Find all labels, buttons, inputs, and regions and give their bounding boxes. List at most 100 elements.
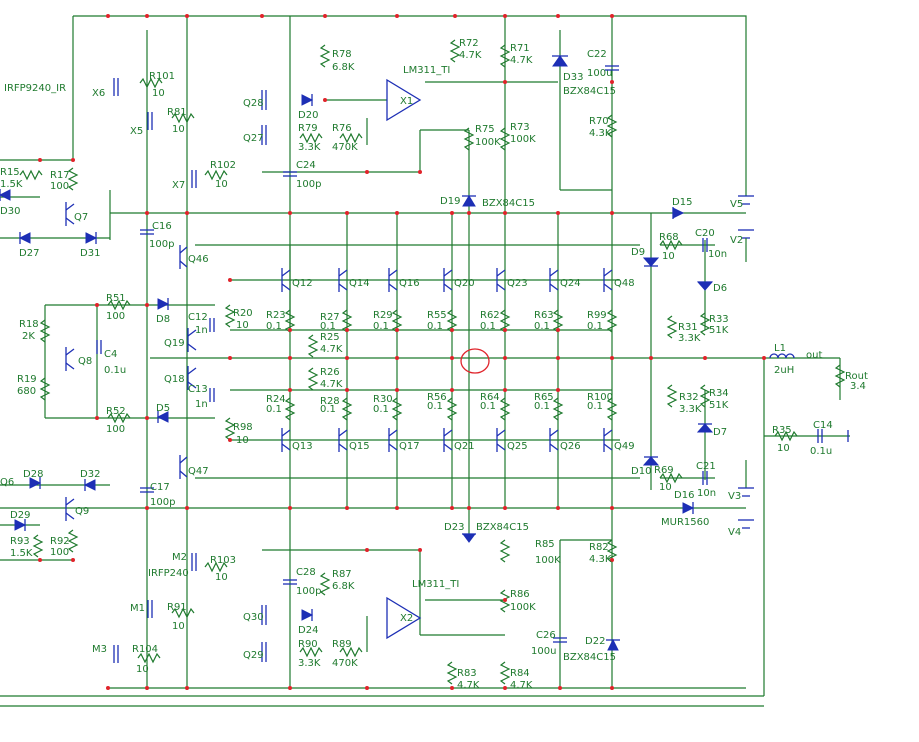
label-R62-value: 0.1 bbox=[480, 321, 496, 332]
label-X5: X5 bbox=[130, 126, 143, 137]
label-R70-value: 4.3K bbox=[589, 128, 612, 139]
label-C4-value: 0.1u bbox=[104, 365, 126, 376]
label-R73-value: 100K bbox=[510, 134, 536, 145]
label-R52-value: 100 bbox=[106, 424, 125, 435]
labels: R78 6.8K R72 4.7K R71 4.7K C22 100u D33 … bbox=[0, 38, 868, 691]
label-R76: R76 bbox=[332, 123, 352, 134]
label-C13: C13 bbox=[188, 384, 208, 395]
label-R81: R81 bbox=[167, 107, 187, 118]
label-R23: R23 bbox=[266, 310, 286, 321]
label-R56: R56 bbox=[427, 392, 447, 403]
label-R19: R19 bbox=[17, 374, 37, 385]
label-R87: R87 bbox=[332, 569, 352, 580]
label-R90: R90 bbox=[298, 639, 318, 650]
label-D10: D10 bbox=[631, 466, 651, 477]
label-R29-value: 0.1 bbox=[373, 321, 389, 332]
label-R101-value: 10 bbox=[152, 88, 165, 99]
label-X7: X7 bbox=[172, 180, 185, 191]
label-R33: R33 bbox=[709, 314, 729, 325]
label-R15: R15 bbox=[0, 167, 20, 178]
label-M2: M2 bbox=[172, 552, 187, 563]
label-Rout: Rout bbox=[845, 371, 868, 382]
label-X2: X2 bbox=[400, 613, 413, 624]
label-Q15: Q15 bbox=[349, 441, 370, 452]
label-R62: R62 bbox=[480, 310, 500, 321]
label-D27: D27 bbox=[19, 248, 39, 259]
label-D33: D33 bbox=[563, 72, 583, 83]
label-R34-value: 51K bbox=[709, 400, 729, 411]
label-R28: R28 bbox=[320, 396, 340, 407]
label-Q9: Q9 bbox=[75, 506, 89, 517]
label-D30: D30 bbox=[0, 206, 20, 217]
label-R24-value: 0.1 bbox=[266, 404, 282, 415]
label-R102-value: 10 bbox=[215, 179, 228, 190]
label-R79-value: 3.3K bbox=[298, 142, 321, 153]
label-R86-value: 100K bbox=[510, 602, 536, 613]
label-R18-value: 2K bbox=[22, 331, 35, 342]
label-R79: R79 bbox=[298, 123, 318, 134]
label-R25-value: 4.7K bbox=[320, 344, 343, 355]
label-D19-value: BZX84C15 bbox=[482, 198, 535, 209]
label-Q20: Q20 bbox=[454, 278, 475, 289]
label-R103-value: 10 bbox=[215, 572, 228, 583]
label-R56-value: 0.1 bbox=[427, 401, 443, 412]
label-D16: D16 bbox=[674, 490, 694, 501]
label-C26: C26 bbox=[536, 630, 556, 641]
label-R71: R71 bbox=[510, 43, 530, 54]
label-R26-value: 4.7K bbox=[320, 379, 343, 390]
label-R85-value: 100K bbox=[535, 555, 561, 566]
label-Q19: Q19 bbox=[164, 338, 185, 349]
label-R32-value: 3.3K bbox=[679, 404, 702, 415]
label-R68-value: 10 bbox=[662, 251, 675, 262]
label-Q6: Q6 bbox=[0, 477, 14, 488]
label-V4: V4 bbox=[728, 527, 741, 538]
label-R102: R102 bbox=[210, 160, 236, 171]
label-Q28: Q28 bbox=[243, 98, 264, 109]
label-D20: D20 bbox=[298, 110, 318, 121]
label-C14: C14 bbox=[813, 420, 833, 431]
label-C13-value: 1n bbox=[195, 399, 208, 410]
label-Q46: Q46 bbox=[188, 254, 209, 265]
label-R100: R100 bbox=[587, 392, 613, 403]
label-Q16: Q16 bbox=[399, 278, 420, 289]
label-R91: R91 bbox=[167, 602, 187, 613]
label-C24-value: 100p bbox=[296, 179, 321, 190]
label-D29: D29 bbox=[10, 510, 30, 521]
label-Q24: Q24 bbox=[560, 278, 581, 289]
label-R35: R35 bbox=[772, 425, 792, 436]
label-C20: C20 bbox=[695, 228, 715, 239]
label-IRFP240: IRFP240 bbox=[148, 568, 189, 579]
label-Rout-value: 3.4 bbox=[850, 381, 866, 392]
label-Q27: Q27 bbox=[243, 133, 264, 144]
label-Q18: Q18 bbox=[164, 374, 185, 385]
label-R98-value: 10 bbox=[236, 435, 249, 446]
label-R17: R17 bbox=[50, 170, 70, 181]
label-D23: D23 bbox=[444, 522, 464, 533]
label-Q7: Q7 bbox=[74, 212, 88, 223]
label-R32: R32 bbox=[679, 392, 699, 403]
capacitors bbox=[96, 65, 849, 643]
label-R75: R75 bbox=[475, 124, 495, 135]
label-R31: R31 bbox=[678, 322, 698, 333]
label-R29: R29 bbox=[373, 310, 393, 321]
label-D28: D28 bbox=[23, 469, 43, 480]
label-Q13: Q13 bbox=[292, 441, 313, 452]
label-R75-value: 100K bbox=[475, 137, 501, 148]
label-R86: R86 bbox=[510, 589, 530, 600]
label-R89-value: 470K bbox=[332, 658, 358, 669]
label-R30-value: 0.1 bbox=[373, 404, 389, 415]
label-C14-value: 0.1u bbox=[810, 446, 832, 457]
label-R69: R69 bbox=[654, 465, 674, 476]
label-R17-value: 100 bbox=[50, 181, 69, 192]
label-Q30: Q30 bbox=[243, 612, 264, 623]
label-C22: C22 bbox=[587, 49, 607, 60]
label-X1: X1 bbox=[400, 96, 413, 107]
red-circle-marker bbox=[460, 348, 490, 374]
label-R52: R52 bbox=[106, 406, 126, 417]
label-R72: R72 bbox=[459, 38, 479, 49]
label-R19-value: 680 bbox=[17, 386, 36, 397]
label-R98: R98 bbox=[233, 422, 253, 433]
label-R85: R85 bbox=[535, 539, 555, 550]
label-R103: R103 bbox=[210, 555, 236, 566]
